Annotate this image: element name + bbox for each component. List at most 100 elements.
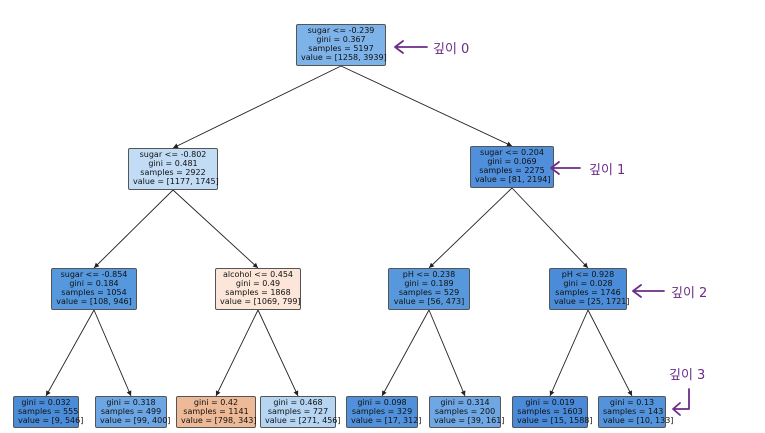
leaf-node-8: gini = 0.13 samples = 143 value = [10, 1… [598,396,674,428]
depth3-annotation: 깊이 3 [669,368,706,383]
node-value: value = [798, 343] [181,416,257,425]
node-gini: gini = 0.481 [148,159,198,168]
node-samples: samples = 1141 [183,407,249,416]
edge-arrowhead-icon [429,262,435,268]
root-node: sugar <= -0.239 gini = 0.367 samples = 5… [296,24,387,66]
depth2-node-4: pH <= 0.928 gini = 0.028 samples = 1746 … [549,268,630,310]
node-gini: gini = 0.028 [563,279,613,288]
depth2-node-1: sugar <= -0.854 gini = 0.184 samples = 1… [51,268,137,310]
tree-edge [549,309,589,397]
tree-edge [172,189,259,269]
depth2-node-3: pH <= 0.238 gini = 0.189 samples = 529 v… [388,268,470,310]
tree-edge [381,309,430,397]
depth2-node-2: alcohol <= 0.454 gini = 0.49 samples = 1… [215,268,301,310]
node-gini: gini = 0.019 [525,398,575,407]
edge-arrowhead-icon [94,262,100,268]
node-value: value = [1069, 799] [220,297,301,306]
leaf-node-5: gini = 0.098 samples = 329 value = [17, … [346,396,422,428]
edge-arrowhead-icon [173,143,179,149]
tree-edge [257,309,299,397]
leaf-node-2: gini = 0.318 samples = 499 value = [99, … [95,396,171,428]
leaf-node-1: gini = 0.032 samples = 555 value = [9, 5… [13,396,84,428]
leaf-node-6: gini = 0.314 samples = 200 value = [39, … [429,396,505,428]
node-split-label: sugar <= 0.204 [480,148,544,157]
node-value: value = [81, 2194] [475,175,551,184]
tree-edge [511,187,589,269]
edge-arrowhead-icon [46,390,51,396]
node-gini: gini = 0.367 [316,35,366,44]
node-samples: samples = 555 [18,407,79,416]
node-gini: gini = 0.13 [609,398,655,407]
tree-edge [428,187,513,269]
node-samples: samples = 1603 [517,407,583,416]
depth1-right-node: sugar <= 0.204 gini = 0.069 samples = 22… [470,146,554,188]
edge-arrowhead-icon [293,390,299,396]
node-samples: samples = 2275 [479,166,545,175]
tree-edge [45,309,95,397]
depth2-annotation: 깊이 2 [671,286,708,301]
node-gini: gini = 0.069 [487,157,537,166]
node-samples: samples = 1054 [61,288,127,297]
node-samples: samples = 143 [603,407,664,416]
node-split-label: pH <= 0.928 [561,270,615,279]
tree-edge [93,309,132,397]
edge-arrowhead-icon [460,390,466,396]
node-samples: samples = 329 [351,407,413,416]
node-gini: gini = 0.49 [235,279,281,288]
tree-edge [215,309,259,397]
node-value: value = [99, 400] [100,416,171,425]
node-samples: samples = 2922 [140,168,206,177]
edge-arrowhead-icon [215,390,221,396]
node-samples: samples = 529 [398,288,460,297]
node-value: value = [56, 473] [393,297,465,306]
leaf-node-3: gini = 0.42 samples = 1141 value = [798,… [176,396,257,428]
tree-edge [340,65,513,147]
node-samples: samples = 499 [100,407,162,416]
edge-arrowhead-icon [582,262,588,268]
node-value: value = [39, 161] [434,416,505,425]
node-split-label: sugar <= -0.854 [60,270,128,279]
node-value: value = [10, 133] [603,416,674,425]
node-gini: gini = 0.318 [106,398,156,407]
node-samples: samples = 5197 [308,44,374,53]
depth1-left-node: sugar <= -0.802 gini = 0.481 samples = 2… [128,148,219,190]
tree-edge [172,65,342,149]
edge-arrowhead-icon [126,390,132,396]
edge-arrowhead-icon [252,262,258,268]
node-value: value = [15, 1588] [517,416,593,425]
node-value: value = [1258, 3939] [301,53,387,62]
node-split-label: pH <= 0.238 [402,270,456,279]
node-gini: gini = 0.184 [69,279,119,288]
edge-arrowhead-icon [627,390,632,396]
node-gini: gini = 0.468 [273,398,323,407]
node-value: value = [271, 456] [265,416,341,425]
depth0-annotation: 깊이 0 [433,42,470,57]
node-value: value = [108, 946] [56,297,132,306]
node-value: value = [17, 312] [351,416,422,425]
node-gini: gini = 0.098 [357,398,407,407]
node-gini: gini = 0.189 [404,279,454,288]
edge-arrowhead-icon [382,390,387,396]
tree-edge [93,189,174,269]
node-samples: samples = 1868 [225,288,291,297]
edge-arrowhead-icon [549,390,555,396]
tree-edge [428,309,466,397]
edge-arrowhead-icon [506,141,512,147]
node-value: value = [9, 546] [18,416,84,425]
node-value: value = [25, 1721] [554,297,630,306]
node-gini: gini = 0.032 [21,398,71,407]
node-samples: samples = 727 [267,407,329,416]
node-gini: gini = 0.314 [440,398,490,407]
node-samples: samples = 1746 [555,288,621,297]
tree-edge [587,309,633,397]
depth1-annotation: 깊이 1 [589,163,626,178]
node-split-label: sugar <= -0.239 [307,26,375,35]
node-split-label: alcohol <= 0.454 [223,270,293,279]
leaf-node-4: gini = 0.468 samples = 727 value = [271,… [260,396,341,428]
leaf-node-7: gini = 0.019 samples = 1603 value = [15,… [512,396,593,428]
node-split-label: sugar <= -0.802 [139,150,207,159]
node-value: value = [1177, 1745] [133,177,219,186]
node-samples: samples = 200 [434,407,496,416]
node-gini: gini = 0.42 [193,398,239,407]
